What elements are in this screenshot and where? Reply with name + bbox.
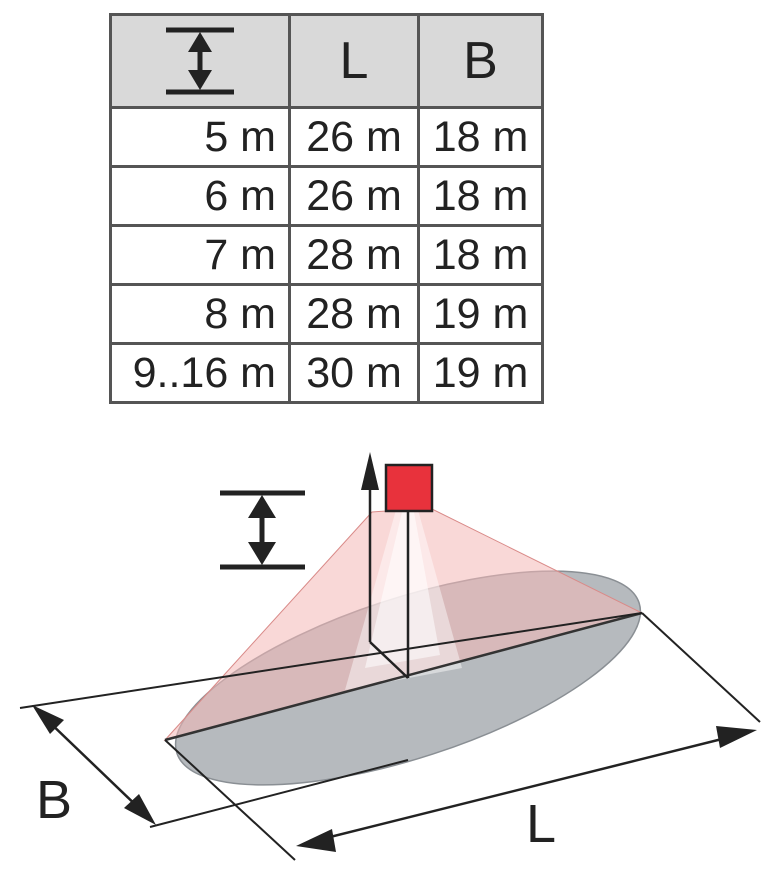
height-arrows-icon — [166, 27, 234, 95]
width-extension-line — [19, 612, 643, 709]
detection-range-table: L B 5 m 26 m 18 m 6 m 26 m 18 m 7 m 28 m… — [109, 13, 544, 404]
row-width: 19 m — [417, 342, 544, 404]
length-dimension-label: L — [526, 794, 556, 854]
width-extension-line — [149, 759, 409, 828]
row-width: 19 m — [417, 283, 544, 345]
table-row: 5 m 26 m 18 m — [109, 106, 544, 168]
row-width: 18 m — [417, 224, 544, 286]
row-length: 26 m — [288, 106, 420, 168]
table-row: 6 m 26 m 18 m — [109, 165, 544, 227]
row-height: 9..16 m — [109, 342, 291, 404]
header-mounting-height — [109, 13, 291, 109]
width-dimension — [32, 705, 156, 825]
row-height: 6 m — [109, 165, 291, 227]
row-width: 18 m — [417, 165, 544, 227]
row-height: 5 m — [109, 106, 291, 168]
length-extension-line — [641, 612, 761, 723]
row-length: 26 m — [288, 165, 420, 227]
row-length: 30 m — [288, 342, 420, 404]
major-axis-line — [164, 611, 643, 742]
table-row: 9..16 m 30 m 19 m — [109, 342, 544, 404]
table-header-row: L B — [109, 13, 544, 109]
table-row: 8 m 28 m 19 m — [109, 283, 544, 345]
width-dimension-label: B — [36, 770, 72, 830]
height-arrows-icon — [220, 490, 305, 570]
height-arrow-head — [361, 452, 379, 490]
table-row: 7 m 28 m 18 m — [109, 224, 544, 286]
header-length: L — [288, 13, 420, 109]
length-extension-line — [164, 739, 296, 861]
sensor-square-icon — [384, 463, 434, 513]
row-width: 18 m — [417, 106, 544, 168]
header-width: B — [417, 13, 544, 109]
beam-core — [365, 512, 440, 668]
length-dimension — [296, 726, 757, 852]
mast-foot-line — [369, 641, 409, 679]
row-height: 8 m — [109, 283, 291, 345]
row-length: 28 m — [288, 283, 420, 345]
row-length: 28 m — [288, 224, 420, 286]
row-height: 7 m — [109, 224, 291, 286]
